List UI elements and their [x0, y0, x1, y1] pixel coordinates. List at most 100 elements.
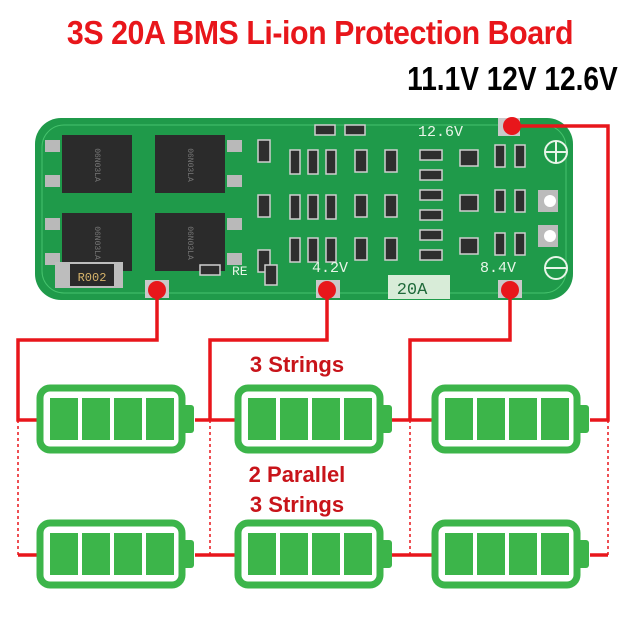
- battery-terminal: [380, 540, 392, 568]
- pad-label-4v2: 4.2V: [312, 260, 348, 277]
- smd-component: [325, 149, 337, 175]
- wire-8v4: [408, 290, 512, 420]
- mosfet-marking: 06N03LA: [92, 148, 101, 182]
- minus-symbol-icon: [544, 256, 568, 280]
- battery-cell: [312, 533, 340, 575]
- battery-cell: [541, 533, 569, 575]
- mosfet: [155, 213, 225, 271]
- battery-cell: [445, 533, 473, 575]
- battery-cell: [344, 398, 372, 440]
- battery-cell: [248, 533, 276, 575]
- smd-component: [514, 189, 526, 213]
- battery-cell: [50, 533, 78, 575]
- battery-cell: [541, 398, 569, 440]
- smd-component: [289, 194, 301, 220]
- series-label: 3 Strings: [249, 352, 345, 377]
- current-rating-label: 20A: [397, 281, 428, 300]
- re-label: RE: [232, 264, 248, 279]
- parallel-links: [17, 420, 609, 555]
- smd-component: [264, 264, 278, 286]
- smd-component: [419, 149, 443, 161]
- plus-symbol-icon: [544, 140, 568, 164]
- battery-cell: [82, 533, 110, 575]
- smd-component: [384, 237, 398, 261]
- battery-cell: [248, 398, 276, 440]
- battery-terminal: [577, 540, 589, 568]
- pad-label-8v4: 8.4V: [480, 260, 516, 277]
- battery-terminal: [380, 405, 392, 433]
- smd-component: [419, 189, 443, 201]
- smd-component: [459, 149, 479, 167]
- parallel-label: 2 Parallel: [248, 462, 346, 487]
- battery-cell: [50, 398, 78, 440]
- smd-component: [514, 232, 526, 256]
- smd-component: [307, 149, 319, 175]
- battery-cell: [280, 533, 308, 575]
- battery-cell: [509, 398, 537, 440]
- smd-component: [325, 194, 337, 220]
- battery-terminal: [182, 540, 194, 568]
- shunt-resistor-label: R002: [78, 271, 107, 285]
- battery-cell: [280, 398, 308, 440]
- smd-component: [257, 139, 271, 163]
- product-title: 3S 20A BMS Li-ion Protection Board: [66, 14, 574, 51]
- battery-cell: [344, 533, 372, 575]
- smd-component: [325, 237, 337, 263]
- parallel-series-label: 3 Strings: [249, 492, 345, 517]
- smd-component: [419, 209, 443, 221]
- battery: [36, 519, 194, 589]
- smd-component: [384, 194, 398, 218]
- battery-cell: [114, 533, 142, 575]
- battery: [431, 384, 589, 454]
- battery-cell: [312, 398, 340, 440]
- smd-component: [459, 237, 479, 255]
- smd-component: [354, 194, 368, 218]
- smd-component: [419, 229, 443, 241]
- smd-component: [494, 144, 506, 168]
- mosfet: [62, 213, 132, 271]
- wire-4v2: [208, 290, 329, 420]
- smd-components: [199, 124, 526, 286]
- battery-terminal: [577, 405, 589, 433]
- smd-component: [257, 194, 271, 218]
- battery-cell: [477, 398, 505, 440]
- smd-component: [354, 237, 368, 261]
- mosfet: [155, 135, 225, 193]
- wire-b-minus: [16, 290, 159, 422]
- mosfet-marking: 06N03LA: [92, 226, 101, 260]
- smd-component: [354, 149, 368, 173]
- battery-cell: [146, 533, 174, 575]
- mosfet-group: [62, 135, 225, 271]
- voltage-ratings: 11.1V 12V 12.6V: [407, 60, 618, 97]
- battery: [36, 384, 194, 454]
- wire-12v6: [512, 124, 610, 422]
- smd-component: [307, 237, 319, 263]
- smd-component: [199, 264, 221, 276]
- battery-cell: [114, 398, 142, 440]
- battery: [234, 384, 392, 454]
- smd-component: [384, 149, 398, 173]
- smd-component: [514, 144, 526, 168]
- smd-component: [459, 194, 479, 212]
- smd-component: [419, 169, 443, 181]
- mosfet-marking: 06N03LA: [185, 148, 194, 182]
- smd-component: [289, 237, 301, 263]
- battery-cell: [445, 398, 473, 440]
- solder-points: [148, 117, 521, 299]
- battery-pack: [36, 384, 589, 589]
- smd-component: [289, 149, 301, 175]
- battery-cell: [146, 398, 174, 440]
- battery: [234, 519, 392, 589]
- battery-cell: [477, 533, 505, 575]
- bms-board: 06N03LA 06N03LA 06N03LA 06N03LA R002 RE …: [35, 118, 573, 300]
- pad-label-12v6: 12.6V: [418, 124, 463, 141]
- battery-cell: [509, 533, 537, 575]
- smd-component: [344, 124, 366, 136]
- battery-terminal: [182, 405, 194, 433]
- battery-cell: [82, 398, 110, 440]
- wires: [16, 124, 610, 557]
- smd-component: [314, 124, 336, 136]
- smd-component: [419, 249, 443, 261]
